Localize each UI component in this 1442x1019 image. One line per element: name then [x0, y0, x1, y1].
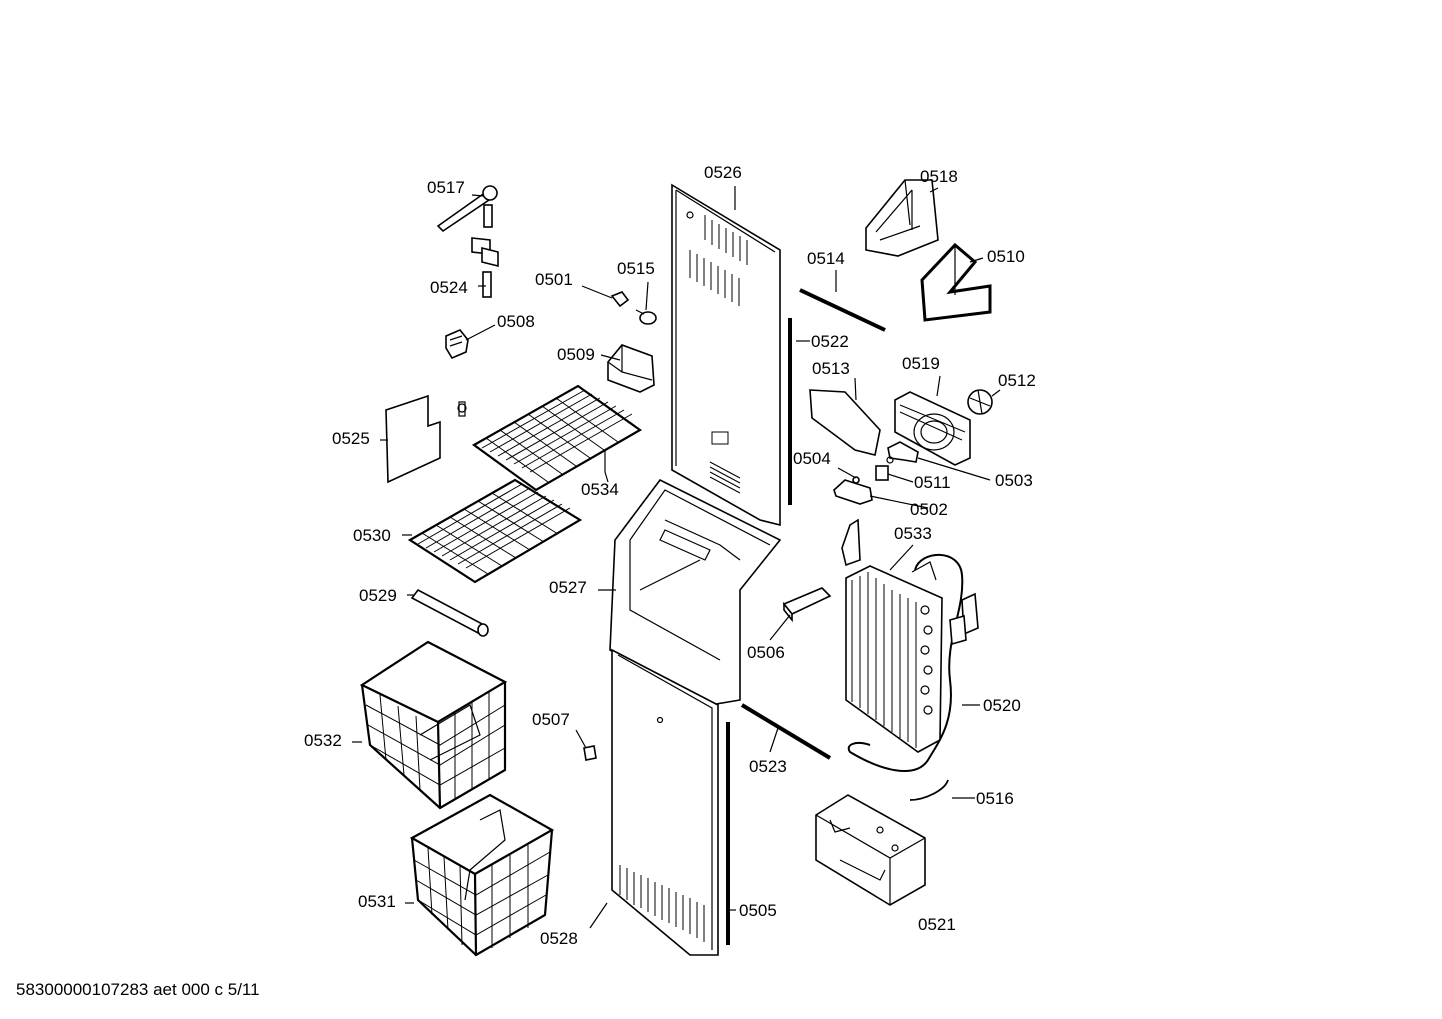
label-0503: 0503: [995, 471, 1033, 490]
part-0519-fan-housing: [894, 391, 971, 466]
label-0510: 0510: [987, 247, 1025, 266]
label-0517: 0517: [427, 178, 465, 197]
label-0512: 0512: [998, 371, 1036, 390]
label-0511: 0511: [914, 473, 951, 492]
part-0526-upper-panel: [671, 183, 781, 527]
label-0526: 0526: [704, 163, 742, 182]
label-0533: 0533: [894, 524, 932, 543]
part-0507-knob: [583, 745, 597, 761]
part-0520-evaporator: [845, 553, 979, 773]
part-0525-side-plate: [385, 394, 467, 484]
label-0528: 0528: [540, 929, 578, 948]
label-0507: 0507: [532, 710, 570, 729]
part-0515-bulb: [635, 309, 657, 325]
part-0529-rod: [410, 588, 489, 637]
part-0532-basket: [359, 640, 508, 810]
label-0524: 0524: [430, 278, 468, 297]
part-0503-motor-mount: [887, 441, 919, 463]
part-0516-tube: [909, 779, 949, 801]
label-0518: 0518: [920, 167, 958, 186]
part-0509-lamp-cover: [607, 344, 655, 393]
part-0513-plate: [809, 389, 881, 456]
label-0516: 0516: [976, 789, 1014, 808]
part-0506-block: [782, 587, 832, 623]
part-0527-middle-cover: [609, 478, 782, 706]
part-0517-shaft: [436, 185, 498, 233]
label-0521: 0521: [918, 915, 956, 934]
part-0523-strip: [740, 703, 832, 760]
label-0529: 0529: [359, 586, 397, 605]
document-id-footer: 58300000107283 aet 000 c 5/11: [16, 980, 260, 999]
part-0508-switch: [445, 329, 469, 360]
label-0506: 0506: [747, 643, 785, 662]
label-0508: 0508: [497, 312, 535, 331]
part-0511-socket: [875, 456, 894, 481]
label-0525: 0525: [332, 429, 370, 448]
label-0502: 0502: [910, 500, 948, 519]
label-0505: 0505: [739, 901, 777, 920]
label-0509: 0509: [557, 345, 595, 364]
part-0530-wire-shelf: [407, 478, 583, 584]
label-0534: 0534: [581, 480, 619, 499]
part-0528-lower-cover: [611, 648, 719, 956]
part-0521-drain-tray: [815, 794, 926, 906]
part-0533-bracket: [841, 518, 861, 567]
part-0502-holder: [833, 479, 873, 505]
leader-lines: [352, 186, 1001, 929]
label-0532: 0532: [304, 731, 342, 750]
part-0531-basket: [409, 793, 555, 957]
label-0501: 0501: [535, 270, 573, 289]
label-0520: 0520: [983, 696, 1021, 715]
part-0501-lamp-holder: [610, 291, 630, 308]
label-0514: 0514: [807, 249, 845, 268]
part-0512-fan: [967, 389, 993, 415]
label-0519: 0519: [902, 354, 940, 373]
label-0515: 0515: [617, 259, 655, 278]
part-0534-wire-shelf: [471, 384, 643, 492]
part-0518-bracket: [865, 179, 939, 257]
part-0524-clip: [471, 237, 499, 298]
label-0522: 0522: [811, 332, 849, 351]
part-0514-strip: [799, 288, 886, 332]
label-0530: 0530: [353, 526, 391, 545]
part-0510-frame: [920, 242, 992, 322]
label-0504: 0504: [793, 449, 831, 468]
label-0531: 0531: [358, 892, 396, 911]
label-0513: 0513: [812, 359, 850, 378]
label-0523: 0523: [749, 757, 787, 776]
label-0527: 0527: [549, 578, 587, 597]
